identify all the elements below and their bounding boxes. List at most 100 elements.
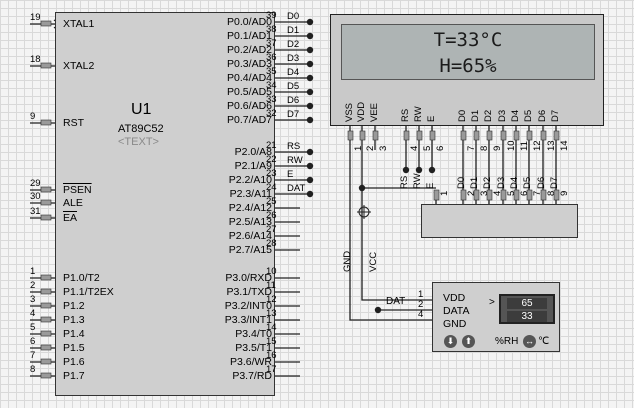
mcu-left-pin-marker <box>40 302 52 309</box>
lcd-pin-label-e: E <box>426 115 437 122</box>
lcd-pin-label-d3: D3 <box>497 109 508 122</box>
lcd-pin-number-2: 2 <box>365 145 376 151</box>
lcd-pin-label-rw: RW <box>413 106 424 122</box>
mcu-pin-name-18: XTAL2 <box>63 60 95 72</box>
lcd-pin-marker <box>416 130 423 141</box>
lcd-pin-marker <box>500 130 507 141</box>
sensor-pin-data-label: DATA <box>443 305 470 317</box>
sensor-pin-vdd-label: VDD <box>443 292 466 304</box>
mcu-left-pin-marker <box>40 119 52 126</box>
lcd-pin-label-vee: VEE <box>369 102 380 122</box>
mcu-pin-number-35: 35 <box>266 66 277 77</box>
lcd-pin-marker <box>553 130 560 141</box>
mcu-left-pin-marker <box>40 316 52 323</box>
mcu-pin-name-26: P2.5/A13 <box>228 216 272 228</box>
mcu-pin-name-10: P3.0/RXD <box>225 272 272 284</box>
lcd-control-junction[interactable] <box>415 166 423 174</box>
mcu-pin-number-38: 38 <box>266 24 277 35</box>
vcc-wire <box>361 150 432 301</box>
mcu-left-pin-marker <box>40 214 52 221</box>
sensor-pin-number-4: 4 <box>418 309 424 320</box>
mcu-pin-name-28: P2.7/A15 <box>228 244 272 256</box>
lcd-pin-number-8: 8 <box>479 145 490 151</box>
lcd-net-label-rs: RS <box>399 175 410 189</box>
lcd-control-junction[interactable] <box>428 166 436 174</box>
sensor-increase-button[interactable]: ⬆ <box>462 335 475 348</box>
sensor-decrease-button[interactable]: ⬇ <box>444 335 457 348</box>
mcu-pin-number-33: 33 <box>266 94 277 105</box>
mcu-left-pin-marker <box>40 186 52 193</box>
mcu-pin-number-36: 36 <box>266 52 277 63</box>
lcd-net-label-d5: D5 <box>522 176 533 189</box>
lcd-net-label-rw: RW <box>412 173 423 189</box>
sensor-pin-number-2: 2 <box>418 299 424 310</box>
mcu-pin-number-29: 29 <box>30 178 41 189</box>
resistor-pin-marker <box>513 189 520 201</box>
lcd-pin-number-14: 14 <box>559 140 570 151</box>
resistor-pack[interactable] <box>421 204 578 238</box>
net-label-vcc: VCC <box>368 251 379 272</box>
net-label-d7: D7 <box>287 109 300 120</box>
mcu-pin-name-27: P2.6/A14 <box>228 230 272 242</box>
lcd-line-1: T=33°C <box>433 29 503 51</box>
mcu-pin-name-32: P0.7/AD7 <box>227 114 272 126</box>
lcd-net-label-d6: D6 <box>536 176 547 189</box>
lcd-module[interactable]: T=33°C H=65% <box>330 14 604 126</box>
mcu-left-pin-marker <box>40 344 52 351</box>
mcu-pin-name-35: P0.4/AD4 <box>227 72 272 84</box>
lcd-pin-marker <box>347 130 354 141</box>
mcu-pin-number-15: 15 <box>266 336 277 347</box>
mcu-pin-name-38: P0.1/AD1 <box>227 30 272 42</box>
lcd-pin-number-12: 12 <box>532 140 543 151</box>
mcu-pin-number-34: 34 <box>266 80 277 91</box>
lcd-pin-label-d6: D6 <box>537 109 548 122</box>
sensor-humidity-value: 65 <box>507 298 547 309</box>
lcd-pin-label-d4: D4 <box>510 109 521 122</box>
mcu-pin-number-31: 31 <box>30 206 41 217</box>
lcd-pin-number-13: 13 <box>546 140 557 151</box>
lcd-control-junction[interactable] <box>402 166 410 174</box>
mcu-pin-number-13: 13 <box>266 308 277 319</box>
dht-sensor[interactable]: VDD DATA GND > 65 33 ⬇ ⬆ %RH ↔ ℃ <box>432 282 560 352</box>
mcu-u1[interactable] <box>55 12 275 396</box>
lcd-pin-marker <box>403 130 410 141</box>
mcu-left-pin-marker <box>40 274 52 281</box>
mcu-pin-name-31: EA <box>63 212 78 224</box>
lcd-pin-label-vss: VSS <box>344 102 355 122</box>
resistor-pin-marker <box>540 189 547 201</box>
lcd-pin-label-d5: D5 <box>523 109 534 122</box>
net-label-d0: D0 <box>287 11 300 22</box>
mcu-pin-number-5: 5 <box>30 322 36 333</box>
resistor-pin-marker <box>473 189 480 201</box>
mcu-pin-number-9: 9 <box>30 111 36 122</box>
lcd-pin-label-d1: D1 <box>470 109 481 122</box>
lcd-net-label-d1: D1 <box>469 176 480 189</box>
mcu-ref-label: U1 <box>131 101 152 118</box>
mcu-pin-number-1: 1 <box>30 266 36 277</box>
mcu-pin-number-2: 2 <box>30 280 36 291</box>
resistor-pin-number-4: 4 <box>492 190 503 196</box>
sensor-pin-gnd-label: GND <box>443 318 467 330</box>
mcu-left-pin-marker <box>40 330 52 337</box>
mcu-pin-name-6: P1.5 <box>63 342 85 354</box>
mcu-pin-number-4: 4 <box>30 308 36 319</box>
mcu-pin-number-18: 18 <box>30 54 41 65</box>
net-label-d3: D3 <box>287 53 300 64</box>
lcd-line-2: H=65% <box>439 55 497 77</box>
lcd-screen: T=33°C H=65% <box>341 24 595 80</box>
lcd-pin-number-6: 6 <box>435 145 446 151</box>
vcc-junction[interactable] <box>358 184 366 192</box>
resistor-pin-number-2: 2 <box>466 190 477 196</box>
mcu-pin-name-1: P1.0/T2 <box>63 272 100 284</box>
resistor-pin-marker <box>553 189 560 201</box>
lcd-pin-marker <box>473 130 480 141</box>
lcd-pin-marker <box>359 130 366 141</box>
lcd-pin-marker <box>540 130 547 141</box>
lcd-pin-number-7: 7 <box>466 145 477 151</box>
resistor-pin-number-3: 3 <box>479 190 490 196</box>
resistor-pin-marker <box>526 189 533 201</box>
mcu-pin-number-21: 21 <box>266 140 277 151</box>
lcd-pin-marker <box>486 130 493 141</box>
sensor-unit-toggle[interactable]: ↔ <box>523 335 536 348</box>
